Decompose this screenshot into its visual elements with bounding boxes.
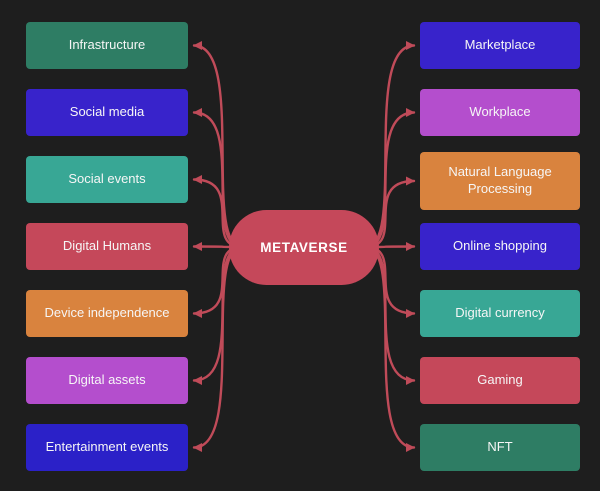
- node-natural-language-processing: Natural Language Processing: [420, 152, 580, 210]
- node-device-independence: Device independence: [26, 290, 188, 337]
- node-digital-currency: Digital currency: [420, 290, 580, 337]
- node-nft: NFT: [420, 424, 580, 471]
- node-digital-assets: Digital assets: [26, 357, 188, 404]
- node-social-events: Social events: [26, 156, 188, 203]
- node-digital-humans: Digital Humans: [26, 223, 188, 270]
- node-infrastructure: Infrastructure: [26, 22, 188, 69]
- node-social-media: Social media: [26, 89, 188, 136]
- node-online-shopping: Online shopping: [420, 223, 580, 270]
- node-workplace: Workplace: [420, 89, 580, 136]
- node-entertainment-events: Entertainment events: [26, 424, 188, 471]
- node-marketplace: Marketplace: [420, 22, 580, 69]
- node-metaverse-center: METAVERSE: [229, 210, 379, 285]
- node-gaming: Gaming: [420, 357, 580, 404]
